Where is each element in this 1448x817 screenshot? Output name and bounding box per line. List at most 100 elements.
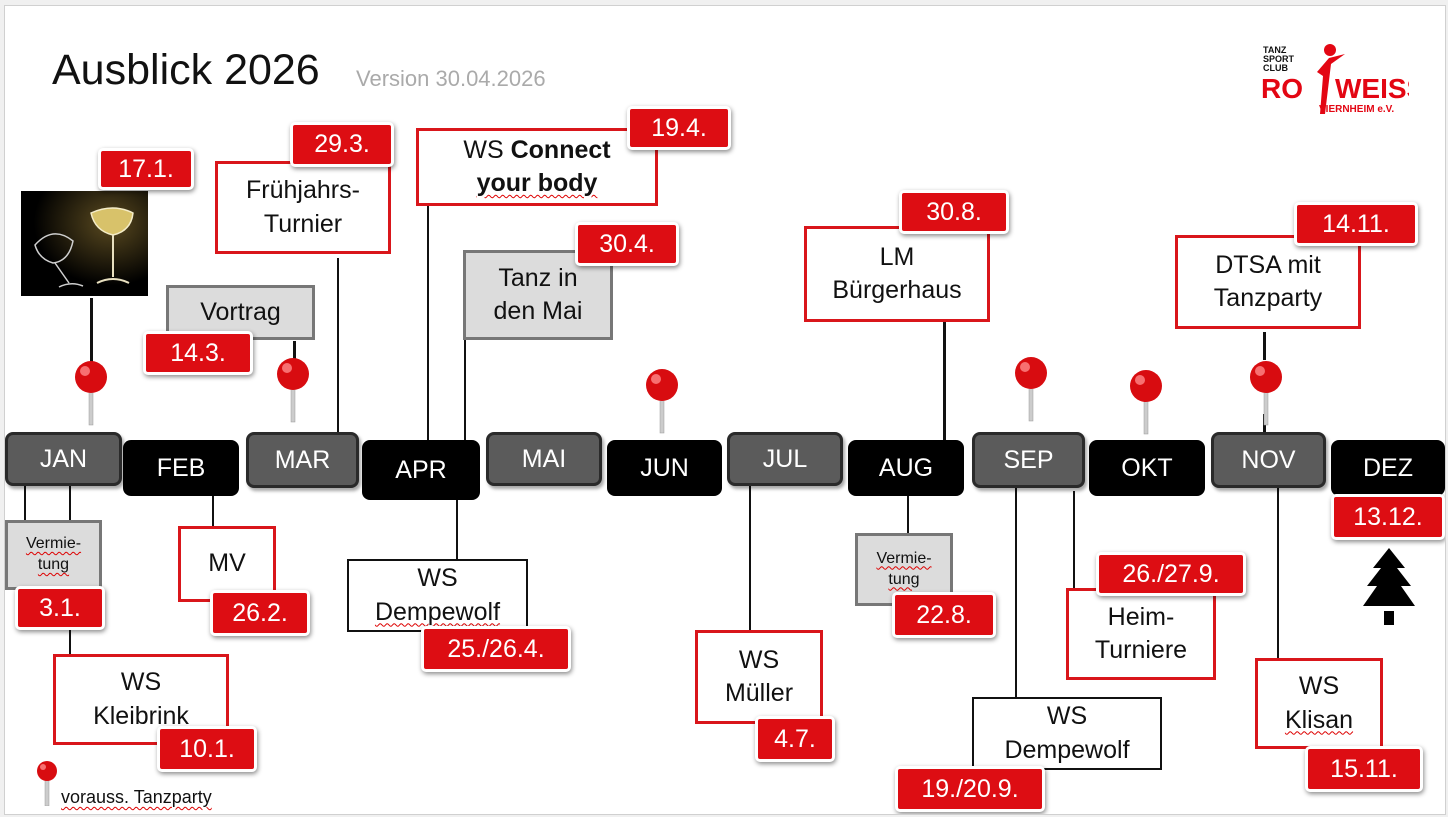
pin-icon: [277, 358, 309, 423]
event-line1: WS: [738, 645, 780, 674]
connector-line: [337, 258, 339, 440]
logo-line1: TANZ: [1263, 45, 1287, 55]
month-okt: OKT: [1089, 440, 1205, 496]
month-mai: MAI: [486, 432, 602, 486]
logo-dancer-head: [1324, 44, 1336, 56]
date-badge: 19./20.9.: [895, 766, 1045, 812]
event-line1: Vermie-: [25, 535, 82, 553]
event-ws-klisan: WS Klisan: [1255, 658, 1383, 749]
event-ws-mueller: WS Müller: [695, 630, 823, 724]
date-badge: 10.1.: [157, 726, 257, 772]
pin-icon: [1250, 361, 1282, 426]
connector-line: [69, 624, 71, 656]
logo-word-right: WEISS: [1335, 73, 1409, 104]
connector-line: [427, 206, 429, 443]
event-line1: Vermie-: [876, 549, 932, 567]
logo-line3: CLUB: [1263, 63, 1288, 73]
date-badge: 3.1.: [15, 586, 105, 630]
event-line1: WS: [120, 668, 162, 697]
event-line2: den Mai: [493, 297, 583, 325]
event-line1: WS: [1046, 702, 1088, 731]
month-jun: JUN: [607, 440, 722, 496]
event-fruehjahrs-turnier: Frühjahrs- Turnier: [215, 161, 391, 254]
slide: Ausblick 2026 Version 30.04.2026 TANZ SP…: [4, 5, 1446, 815]
month-jan: JAN: [5, 432, 122, 486]
event-line2: Turniere: [1094, 636, 1188, 664]
event-line2: Turnier: [263, 209, 343, 238]
pin-icon: [1015, 357, 1047, 422]
event-line2: Dempewolf: [374, 597, 501, 626]
date-badge: 19.4.: [627, 106, 731, 150]
event-label: Vortrag: [200, 297, 281, 326]
date-badge: 25./26.4.: [421, 626, 571, 672]
month-mar: MAR: [246, 432, 359, 488]
connector-line: [907, 496, 909, 534]
event-line1: LM: [879, 242, 915, 271]
event-heim-turniere: Heim- Turniere: [1066, 588, 1216, 680]
date-badge: 30.4.: [575, 222, 679, 266]
event-bold1: Connect: [510, 135, 611, 164]
date-badge: 14.11.: [1294, 202, 1418, 246]
event-line2: Tanzparty: [1213, 284, 1323, 312]
connector-line: [943, 322, 946, 443]
event-ws-kleibrink: WS Kleibrink: [53, 654, 229, 745]
event-ws-dempewolf-apr: WS Dempewolf: [347, 559, 528, 632]
month-sep: SEP: [972, 432, 1085, 488]
logo-line2: SPORT: [1263, 54, 1295, 64]
date-badge: 4.7.: [755, 716, 835, 762]
date-badge: 26./27.9.: [1096, 552, 1246, 596]
pin-icon: [75, 361, 107, 426]
date-badge: 13.12.: [1331, 494, 1445, 540]
legend-text: vorauss. Tanzparty: [61, 787, 212, 807]
version-label: Version 30.04.2026: [356, 66, 546, 91]
event-line1: WS: [417, 564, 458, 593]
month-dez: DEZ: [1331, 440, 1445, 496]
date-badge: 22.8.: [892, 592, 996, 638]
connector-line: [464, 340, 466, 443]
date-badge: 14.3.: [143, 331, 253, 375]
event-label: MV: [208, 549, 246, 578]
event-dtsa: DTSA mit Tanzparty: [1175, 235, 1361, 329]
connector-line: [293, 341, 296, 361]
date-badge: 17.1.: [98, 148, 194, 190]
connector-line: [749, 486, 751, 631]
logo-word-left: RO: [1261, 73, 1303, 104]
event-line1: Frühjahrs-: [246, 176, 360, 205]
event-vortrag: Vortrag: [166, 285, 315, 340]
club-logo: TANZ SPORT CLUB RO WEISS VIERNHEIM e.V.: [1261, 44, 1409, 115]
event-line2: Kleibrink: [93, 701, 189, 730]
event-vermietung-jan: Vermie- tung: [5, 520, 102, 590]
christmas-tree-icon: [1363, 548, 1415, 625]
connector-line: [1073, 491, 1075, 591]
event-line1: DTSA mit: [1215, 250, 1321, 279]
logo-subtitle: VIERNHEIM e.V.: [1319, 104, 1394, 115]
date-badge: 29.3.: [290, 122, 394, 167]
event-line2: Klisan: [1284, 705, 1354, 734]
month-jul: JUL: [727, 432, 843, 486]
pin-icon: [37, 761, 57, 806]
event-line1: Tanz in: [498, 263, 578, 292]
champagne-glasses-image: [21, 191, 148, 296]
connector-line: [90, 298, 93, 368]
date-badge: 26.2.: [210, 590, 310, 636]
event-mv: MV: [178, 526, 276, 602]
connector-line: [1263, 332, 1266, 360]
event-bold2: your body: [476, 169, 598, 197]
month-feb: FEB: [123, 440, 239, 496]
connector-line: [69, 486, 71, 526]
date-badge: 15.11.: [1305, 746, 1423, 792]
pin-icon: [646, 369, 678, 434]
event-prefix: WS: [463, 135, 511, 164]
month-apr: APR: [362, 440, 480, 500]
event-line2: Bürgerhaus: [832, 276, 962, 304]
event-line1: Heim-: [1107, 602, 1175, 631]
event-line2: Müller: [724, 679, 794, 707]
month-nov: NOV: [1211, 432, 1326, 488]
date-badge: 30.8.: [899, 190, 1009, 234]
event-lm-buergerhaus: LM Bürgerhaus: [804, 226, 990, 322]
connector-line: [1277, 486, 1279, 658]
connector-line: [212, 496, 214, 531]
connector-line: [456, 496, 458, 561]
pin-icon: [1130, 370, 1162, 435]
event-ws-dempewolf-sep: WS Dempewolf: [972, 697, 1162, 770]
